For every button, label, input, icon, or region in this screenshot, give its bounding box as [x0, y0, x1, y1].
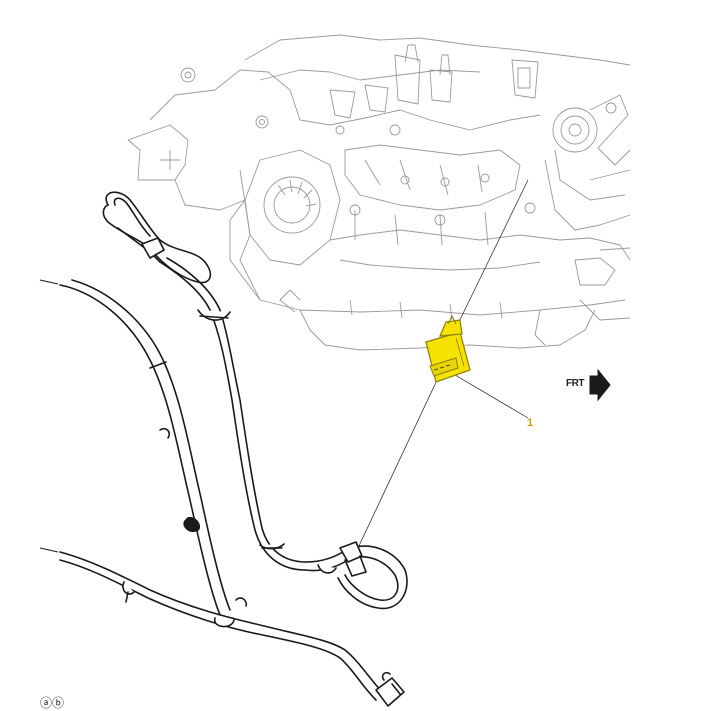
highlighted-sensor	[425, 314, 471, 383]
arrow-right-icon	[589, 368, 611, 402]
corner-mark: ⓐⓑ	[40, 696, 65, 710]
break-marks	[39, 279, 59, 553]
leader-lines	[357, 179, 529, 549]
wiring-harness	[59, 191, 408, 707]
forward-arrow-group	[589, 368, 611, 402]
callout-1: 1	[527, 417, 534, 429]
forward-label: FRT	[566, 378, 584, 389]
engine-assembly	[127, 34, 631, 351]
